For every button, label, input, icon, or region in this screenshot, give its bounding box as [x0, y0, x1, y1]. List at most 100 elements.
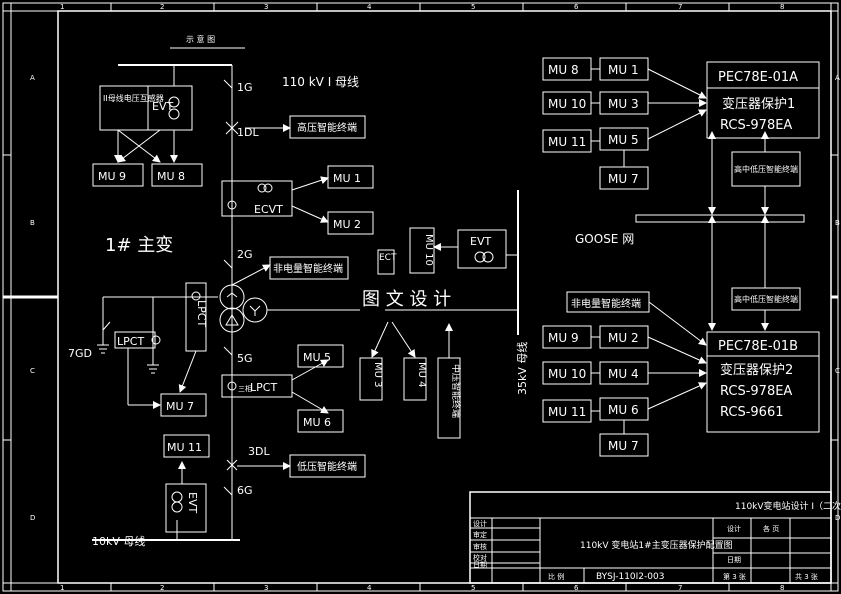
design-value: 各 页 — [763, 524, 779, 533]
link-top-label: 高中低压智能终端 — [734, 164, 798, 174]
middle-primary — [359, 190, 519, 439]
col-label: 5 — [471, 584, 475, 592]
switch-2g-label: 2G — [237, 248, 253, 261]
mu4-middle-label: MU 4 — [416, 362, 427, 388]
col-label: 4 — [367, 3, 372, 11]
row-label: A — [30, 74, 35, 82]
prot1-line2: RCS-978EA — [720, 118, 792, 133]
mu8-label: MU 8 — [157, 170, 185, 183]
prot2-line1: 变压器保护2 — [720, 362, 793, 378]
hv-terminal-label: 高压智能终端 — [297, 121, 357, 134]
mu3-middle-label: MU 3 — [372, 362, 383, 388]
left-labels: 示 意 图 110 kV I 母线 1G 1DL 2G 5G 3DL 6G 7G… — [68, 34, 359, 548]
title-row-4: 校对 — [473, 553, 487, 562]
col-label: 6 — [574, 3, 579, 11]
switch-1dl-label: 1DL — [237, 126, 259, 139]
bus-35-label: 35kV 母线 — [515, 342, 529, 395]
design-label: 设计 — [727, 524, 741, 533]
right-diagram — [542, 57, 820, 457]
switch-7gd-label: 7GD — [68, 347, 92, 360]
right-bot-mu-left-3: MU 11 — [548, 405, 586, 419]
link-bottom-label: 高中低压智能终端 — [734, 294, 798, 304]
prot2-title: PEC78E-01B — [718, 339, 798, 354]
row-label: A — [835, 74, 840, 82]
title-row-5: 日期 — [473, 561, 487, 569]
mu6-label: MU 6 — [303, 416, 331, 429]
goose-label: GOOSE 网 — [575, 232, 634, 246]
right-top-mu-right-4: MU 7 — [608, 172, 639, 186]
col-label: 2 — [160, 3, 164, 11]
col-label: 2 — [160, 584, 164, 592]
bus-10-label: 10kV 母线 — [92, 534, 145, 548]
drawing-title: 110kV 变电站1#主变压器保护配置图 — [580, 539, 733, 551]
mu2-label: MU 2 — [333, 218, 361, 231]
lpct-left-label: LPCT — [117, 335, 144, 348]
project-name: 110kV变电站设计 I（二次部分） — [735, 500, 841, 512]
col-label: 5 — [471, 3, 475, 11]
row-label: C — [30, 367, 35, 375]
right-top-mu-left-1: MU 8 — [548, 63, 579, 77]
col-label: 3 — [264, 3, 268, 11]
evt-middle-label: EVT — [470, 235, 491, 248]
lpct-5g-label: LPCT — [250, 381, 277, 394]
col-label: 8 — [780, 584, 784, 592]
top-network-label: 示 意 图 — [186, 34, 215, 44]
right-top-mu-left-3: MU 11 — [548, 135, 586, 149]
right-top-mu-right-3: MU 5 — [608, 133, 639, 147]
drawing-number: BYSJ-110I2-003 — [596, 572, 664, 582]
col-label: 6 — [574, 584, 579, 592]
ect-partial-label: ECT — [379, 253, 397, 263]
right-bot-mu-left-1: MU 9 — [548, 331, 579, 345]
prot2-line3: RCS-9661 — [720, 405, 784, 420]
prot1-line1: 变压器保护1 — [722, 96, 795, 112]
mu7-label: MU 7 — [166, 400, 194, 413]
right-non-elec-terminal: 非电量智能终端 — [571, 297, 641, 310]
non-elec-terminal-label: 非电量智能终端 — [273, 262, 343, 275]
watermark-label: 图 文 设 计 — [362, 289, 451, 310]
col-label: 4 — [367, 584, 372, 592]
ecvt-label: ECVT — [254, 203, 283, 216]
date-label: 日期 — [727, 556, 741, 564]
bus-110-label: 110 kV I 母线 — [282, 75, 359, 89]
mu5-label: MU 5 — [303, 351, 331, 364]
right-top-mu-left-2: MU 10 — [548, 97, 586, 111]
row-label: D — [30, 514, 35, 522]
lpct-vertical-label: LPCT — [195, 300, 208, 327]
col-label: 1 — [60, 3, 64, 11]
row-label: D — [835, 514, 840, 522]
switch-5g-label: 5G — [237, 352, 253, 365]
left-boxes — [92, 115, 374, 478]
evt-bottom-label: EVT — [186, 492, 199, 513]
evt-top-label: EVT — [152, 100, 173, 113]
switch-1g-label: 1G — [237, 81, 253, 94]
title-block — [469, 491, 832, 584]
right-bot-mu-left-2: MU 10 — [548, 367, 586, 381]
left-primary — [92, 47, 360, 541]
right-top-mu-right-1: MU 1 — [608, 63, 639, 77]
switch-3dl-label: 3DL — [248, 445, 270, 458]
col-label: 1 — [60, 584, 64, 592]
main-transformer-label: 1# 主变 — [105, 235, 173, 256]
right-bot-mu-right-3: MU 6 — [608, 403, 639, 417]
mu9-label: MU 9 — [98, 170, 126, 183]
sheet-label: 第 3 张 — [723, 572, 746, 581]
col-label: 3 — [264, 584, 268, 592]
row-label: B — [30, 219, 35, 227]
right-top-mu-right-2: MU 3 — [608, 97, 639, 111]
scale-label: 比 例 — [548, 572, 564, 581]
title-row-3: 审核 — [473, 542, 487, 551]
switch-6g-label: 6G — [237, 484, 253, 497]
mu11-label: MU 11 — [167, 441, 202, 454]
right-bot-mu-right-1: MU 2 — [608, 331, 639, 345]
lpct-5g-prefix: 三相 — [238, 384, 252, 393]
mu1-label: MU 1 — [333, 172, 361, 185]
prot1-title: PEC78E-01A — [718, 70, 798, 85]
vt-merger-label: II母线电压互感器 — [103, 93, 164, 103]
title-row-1: 设计 — [473, 519, 487, 528]
right-bot-mu-right-2: MU 4 — [608, 367, 639, 381]
row-label: C — [835, 367, 840, 375]
row-label: B — [835, 219, 840, 227]
col-label: 7 — [678, 3, 682, 11]
col-label: 7 — [678, 584, 682, 592]
